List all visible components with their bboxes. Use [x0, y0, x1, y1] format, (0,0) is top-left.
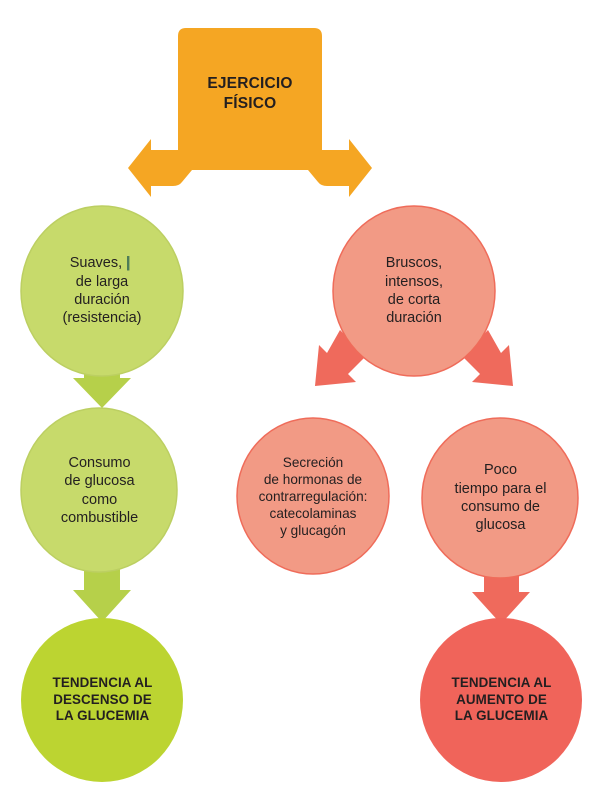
circle-secrecion — [236, 417, 390, 575]
circle-descenso — [21, 618, 183, 782]
circle-consumo — [20, 407, 178, 573]
node-consumo[interactable]: Consumo de glucosa como combustible — [21, 408, 178, 573]
node-descenso-label: TENDENCIA AL DESCENSO DE LA GLUCEMIA — [52, 674, 153, 724]
node-branch-left[interactable]: Suaves,❙ de larga duración (resistencia) — [21, 206, 183, 376]
node-branch-left-label: Suaves,❙ de larga duración (resistencia) — [62, 255, 142, 327]
connector-consumo-to-descenso — [73, 560, 131, 622]
circle-branch-right — [332, 205, 496, 377]
node-aumento[interactable]: TENDENCIA AL AUMENTO DE LA GLUCEMIA — [420, 618, 583, 782]
circle-branch-left — [20, 205, 184, 377]
text-cursor-artifact: ❙ — [122, 255, 135, 272]
node-secrecion-label: Secreción de hormonas de contrarregulaci… — [258, 454, 368, 539]
node-poco-tiempo[interactable]: Poco tiempo para el consumo de glucosa — [422, 418, 579, 578]
node-poco-tiempo-label: Poco tiempo para el consumo de glucosa — [454, 462, 547, 534]
circle-aumento — [420, 618, 582, 782]
root-bracket-shape — [128, 28, 372, 197]
node-aumento-label: TENDENCIA AL AUMENTO DE LA GLUCEMIA — [451, 674, 552, 724]
node-descenso[interactable]: TENDENCIA AL DESCENSO DE LA GLUCEMIA — [21, 618, 184, 782]
circle-poco-tiempo — [421, 417, 579, 579]
node-secrecion[interactable]: Secreción de hormonas de contrarregulaci… — [237, 418, 389, 575]
node-branch-right[interactable]: Bruscos, intensos, de corta duración — [333, 206, 495, 376]
node-root[interactable]: EJERCICIO FÍSICO — [180, 28, 320, 160]
node-root-label: EJERCICIO FÍSICO — [207, 75, 293, 112]
connector-root-bracket — [128, 28, 372, 197]
node-consumo-label: Consumo de glucosa como combustible — [60, 454, 139, 526]
node-branch-right-label: Bruscos, intensos, de corta duración — [384, 255, 444, 327]
arrow-down-green-2 — [73, 560, 131, 622]
